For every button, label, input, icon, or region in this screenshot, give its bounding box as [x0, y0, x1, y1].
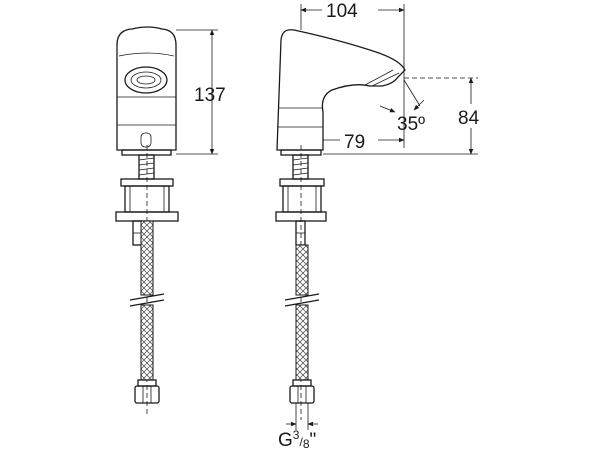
side-hose-upper: [295, 244, 309, 296]
front-bottom-nut: [134, 379, 160, 404]
front-view: 137: [115, 26, 226, 415]
dimension-height-side: 84: [458, 108, 480, 129]
front-tap-body: [116, 26, 177, 151]
side-view: 104 84 79 35º G3/8": [275, 1, 489, 450]
front-hose-upper: [140, 220, 154, 296]
dimension-reach-side: 79: [344, 132, 365, 153]
dimension-width-side: 104: [326, 1, 358, 22]
sensor-window: [124, 66, 168, 94]
dimension-angle: 35º: [397, 114, 425, 135]
front-hose-lower: [140, 304, 154, 381]
dimension-height-front: 137: [194, 85, 226, 106]
side-tap-body: [276, 29, 406, 151]
connection-thread-label: G3/8": [278, 428, 316, 450]
side-bottom-nut: [289, 379, 315, 404]
side-hose-lower: [295, 304, 309, 381]
